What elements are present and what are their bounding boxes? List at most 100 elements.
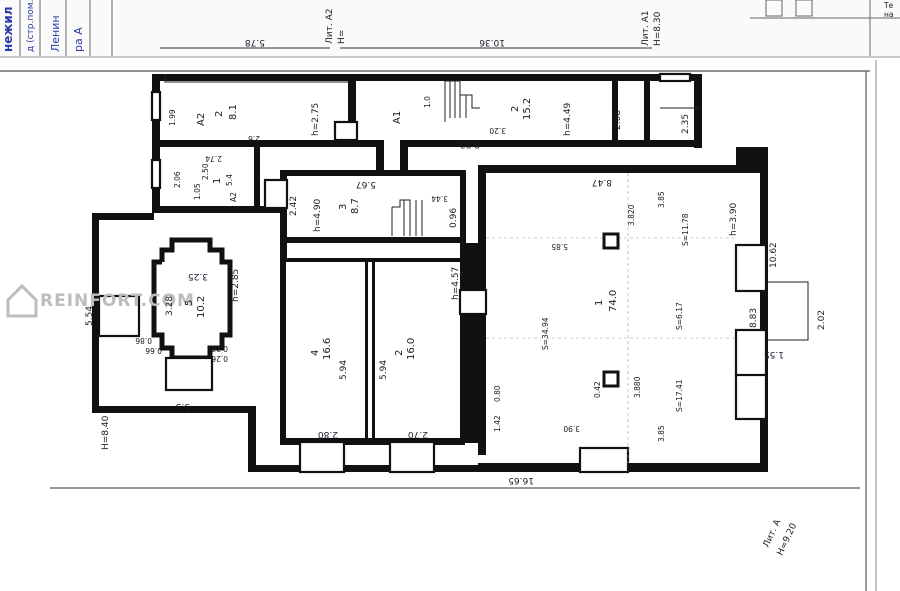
room-1-s3: S=17.41 <box>675 379 684 412</box>
room-a2-upper-letter: А2 <box>196 113 207 126</box>
room-5-d: 0.26 <box>211 354 228 363</box>
room-5-c: 0.26 <box>211 344 228 353</box>
header-lit-a2: Лит. А2 <box>325 9 335 44</box>
header-corner-a: Те <box>883 1 894 10</box>
dim-top-a: 5.78 <box>245 37 265 47</box>
room-3-stair: 3.44 <box>431 194 448 203</box>
room-4-length: 5.94 <box>339 360 349 380</box>
room-a1-area: 15.2 <box>522 98 533 120</box>
room-5: 3.25 h=2.85 3.28 5 10.2 0.86 0.66 0.26 0… <box>135 269 241 363</box>
header-strip: нежил д (стр.пом. Ленин ра А 5.78 10.36 … <box>0 0 900 58</box>
room-a1-2: А1 1.0 2 15.2 h=4.49 3.20 2.08 2.35 8.83 <box>392 96 691 149</box>
room-1-top: 8.47 <box>592 177 612 187</box>
room-1-s1: S=11.78 <box>681 213 690 246</box>
header-stamp: нежил <box>1 6 15 52</box>
room-2: 5.94 2 16.0 2.70 h=4.57 <box>379 267 461 439</box>
room-2-area: 16.0 <box>406 338 417 360</box>
room-2-bottom: 2.70 <box>408 429 428 439</box>
room-a2-upper-depth: 2.6 <box>248 134 260 143</box>
room-4-bottom: 2.80 <box>318 429 338 439</box>
header-corner-b: на <box>884 10 894 19</box>
room-1-hall: 8.47 h=3.90 1 74.0 S=11.78 S=34.94 S=17.… <box>541 177 739 442</box>
room-3-area: 8.7 <box>350 198 361 214</box>
room-a2-lower: 2.74 1 5.4 2.06 1.05 2.50 А2 <box>173 154 238 202</box>
room-3-height: h=4.90 <box>313 198 323 232</box>
room-a2-lower-a: 2.06 <box>173 171 182 188</box>
dim-16-65: 16.65 <box>508 475 534 485</box>
header-row-3: ра А <box>72 27 85 52</box>
room-5-top: 3.25 <box>188 271 208 281</box>
room-a1-top: 1.0 <box>423 96 432 108</box>
room-2-height: h=4.57 <box>451 267 461 300</box>
room-3-right: 0.96 <box>449 208 459 228</box>
room-5-b: 0.66 <box>145 346 162 355</box>
room-1-c5: 3.90 <box>563 424 580 433</box>
room-1-s2: S=34.94 <box>541 317 550 350</box>
dim-top-b: 10.36 <box>479 37 505 47</box>
hall-grid <box>486 173 736 463</box>
room-a1-right: 2.08 <box>613 110 623 130</box>
header-row-1: д (стр.пом. <box>26 0 36 52</box>
room-a2-upper-number: 2 <box>214 111 225 117</box>
room-1-c3: 5.85 <box>551 242 568 251</box>
dim-8-83: 8.83 <box>749 308 759 328</box>
dim-10-62: 10.62 <box>769 242 779 268</box>
room-a2-upper: А2 2 8.1 h=2.75 1.99 2.6 <box>168 103 321 143</box>
porch-right <box>768 281 809 341</box>
dim-right-upper: 2.35 <box>681 114 691 134</box>
room-1-c1: 3.85 <box>657 191 666 208</box>
room-4-area: 16.6 <box>322 338 333 360</box>
header-row-2: Ленин <box>49 15 62 52</box>
stairs <box>391 80 480 236</box>
room-a1-height: h=4.49 <box>563 102 573 136</box>
room-1-c2: 3.820 <box>627 204 636 226</box>
dim-a1-bottom: 8.83 <box>460 139 480 149</box>
room-a1-letter: А1 <box>392 111 403 124</box>
watermark-text: REINFORT.COM <box>40 291 195 311</box>
room-2-length: 5.94 <box>379 360 389 380</box>
room-1-c4: 3.880 <box>633 376 642 398</box>
room-4-number: 4 <box>310 350 321 356</box>
room-a2-lower-number: 1 <box>212 178 223 184</box>
openings <box>97 72 768 474</box>
room-a2-lower-c: 2.50 <box>201 163 210 180</box>
room-5-a: 0.86 <box>135 336 152 345</box>
dim-0-80: 0.80 <box>493 385 502 402</box>
room-a2-lower-letter: А2 <box>229 192 238 202</box>
dim-1-42: 1.42 <box>493 415 502 432</box>
room-a2-upper-area: 8.1 <box>228 104 239 120</box>
room-3-left: 2.42 <box>289 196 299 216</box>
room-3: 5.67 h=4.90 3 8.7 2.42 3.44 0.96 <box>289 179 459 232</box>
room-1-number: 1 <box>594 300 605 306</box>
house-logo-icon <box>6 283 38 318</box>
room-1-c6: 3.85 <box>657 425 666 442</box>
room-5-height: h=2.85 <box>231 269 241 302</box>
room-5-width: 3.28 <box>165 296 175 316</box>
room-a2-lower-area: 5.4 <box>225 174 234 186</box>
room-1-area: 74.0 <box>608 290 619 312</box>
dim-5-54: 5.54 <box>85 306 95 326</box>
dim-h-8-40: H=8.40 <box>101 415 111 450</box>
room-4: 4 16.6 5.94 2.80 <box>310 338 349 439</box>
room-1-height: h=3.90 <box>729 202 739 236</box>
room-a1-width: 3.20 <box>489 126 506 135</box>
room-5-number: 5 <box>184 300 195 306</box>
header-lit-a1-height: Н=8.30 <box>653 11 663 46</box>
room-1-s4: S=6.17 <box>675 302 684 330</box>
dim-5-3: 5.3 <box>176 401 190 411</box>
dim-2-02: 2.02 <box>817 310 827 330</box>
room-a1-number: 2 <box>510 106 521 112</box>
room-3-number: 3 <box>338 204 349 210</box>
room-1-column: 0.42 <box>593 381 602 398</box>
header-lit-a2-height: Н= <box>337 30 347 44</box>
dim-1-55: 1.55 <box>764 349 784 359</box>
header-lit-a1: Лит. А1 <box>641 11 651 46</box>
room-a2-upper-height: h=2.75 <box>311 103 321 136</box>
room-5-area: 10.2 <box>196 296 207 318</box>
room-3-top: 5.67 <box>356 179 376 189</box>
room-2-number: 2 <box>394 350 405 356</box>
porch-top <box>164 74 348 83</box>
room-a2-lower-b: 1.05 <box>193 183 202 200</box>
room-a2-upper-width: 1.99 <box>168 109 177 126</box>
